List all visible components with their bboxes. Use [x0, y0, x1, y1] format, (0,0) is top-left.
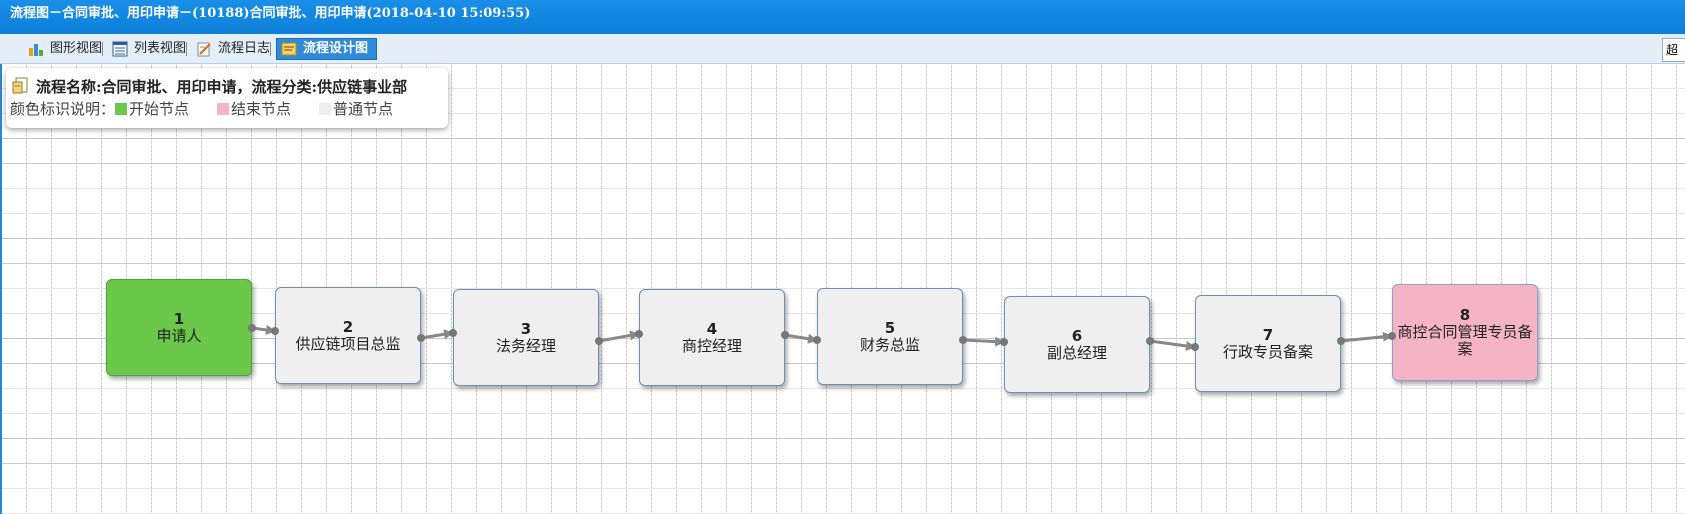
node-label: 供应链项目总监	[295, 334, 401, 353]
log-icon	[196, 41, 212, 57]
node-number: 1	[173, 309, 185, 328]
tab-label: 图形视图	[50, 41, 103, 56]
legend-end-label: 结束节点	[231, 100, 292, 118]
legend-swatch-start	[115, 103, 128, 115]
flow-node-1[interactable]: 1 申请人	[106, 279, 252, 376]
connector-4-5	[784, 333, 818, 344]
flow-node-4[interactable]: 4 商控经理	[639, 289, 785, 386]
legend-prefix: 颜色标识说明：	[10, 100, 116, 118]
connector-6-7	[1149, 339, 1196, 351]
document-icon	[12, 77, 30, 95]
node-label: 行政专员备案	[1222, 342, 1313, 361]
connector-end-dot	[813, 336, 821, 344]
flow-node-8[interactable]: 8 商控合同管理专员备案	[1392, 284, 1538, 381]
connector-start-dot	[781, 331, 789, 339]
chart-icon	[28, 41, 44, 57]
node-label: 商控合同管理专员备案	[1397, 323, 1533, 358]
legend-swatch-end	[217, 103, 230, 115]
connector-start-dot	[959, 336, 967, 344]
connector-end-dot	[271, 327, 279, 335]
connector-end-dot	[1388, 332, 1396, 340]
node-number: 6	[1071, 326, 1083, 345]
legend-normal-label: 普通节点	[333, 100, 394, 118]
connector-2-3	[420, 329, 454, 340]
flow-info-panel: 流程名称:合同审批、用印申请，流程分类:供应链事业部 颜色标识说明： 开始节点 结束…	[6, 68, 448, 128]
connector-7-8	[1340, 331, 1393, 343]
flow-node-5[interactable]: 5 财务总监	[817, 288, 963, 385]
connector-end-dot	[449, 329, 457, 337]
legend-start-label: 开始节点	[129, 100, 190, 118]
connector-start-dot	[1337, 337, 1345, 345]
node-number: 5	[884, 318, 896, 337]
connector-5-6	[962, 336, 1005, 347]
tab-label: 列表视图	[134, 41, 187, 56]
node-number: 4	[706, 319, 718, 338]
flow-title: 流程名称:合同审批、用印申请，流程分类:供应链事业部	[36, 78, 408, 96]
node-label: 商控经理	[681, 336, 742, 355]
connector-end-dot	[635, 330, 643, 338]
flow-node-2[interactable]: 2 供应链项目总监	[275, 287, 421, 384]
connector-3-4	[598, 330, 640, 343]
connector-start-dot	[1146, 337, 1154, 345]
node-number: 8	[1459, 306, 1471, 324]
flow-node-3[interactable]: 3 法务经理	[453, 289, 599, 386]
legend-swatch-normal	[319, 103, 332, 115]
connector-start-dot	[595, 337, 603, 345]
timeout-button[interactable]: 超时	[1662, 38, 1685, 62]
color-legend: 颜色标识说明： 开始节点 结束节点 普通节点	[10, 98, 393, 119]
tab-flow-log[interactable]: 流程日志	[196, 38, 270, 60]
tab-label: 流程设计图	[303, 41, 369, 56]
view-tabbar: 图形视图 列表视图 流程日志 流程设计图 超时	[0, 34, 1685, 64]
connector-end-dot	[1000, 338, 1008, 346]
node-label: 财务总监	[859, 335, 920, 354]
node-number: 3	[520, 319, 532, 338]
node-label: 申请人	[156, 326, 202, 345]
tab-list-view[interactable]: 列表视图	[112, 38, 186, 60]
flow-node-7[interactable]: 7 行政专员备案	[1195, 295, 1341, 392]
list-icon	[112, 41, 128, 57]
node-label: 法务经理	[495, 336, 556, 355]
connector-end-dot	[1191, 343, 1199, 351]
connector-start-dot	[417, 334, 425, 342]
tab-label: 流程日志	[218, 41, 271, 56]
tab-flow-design[interactable]: 流程设计图	[276, 38, 378, 60]
connector-start-dot	[248, 324, 256, 332]
node-number: 2	[342, 317, 354, 336]
window-title: 流程图－合同审批、用印申请－(10188)合同审批、用印申请(2018-04-1…	[0, 0, 1685, 34]
design-icon	[281, 41, 297, 57]
node-label: 副总经理	[1046, 343, 1107, 362]
flow-node-6[interactable]: 6 副总经理	[1004, 296, 1150, 393]
tab-graph-view[interactable]: 图形视图	[28, 38, 102, 60]
node-number: 7	[1262, 325, 1274, 344]
